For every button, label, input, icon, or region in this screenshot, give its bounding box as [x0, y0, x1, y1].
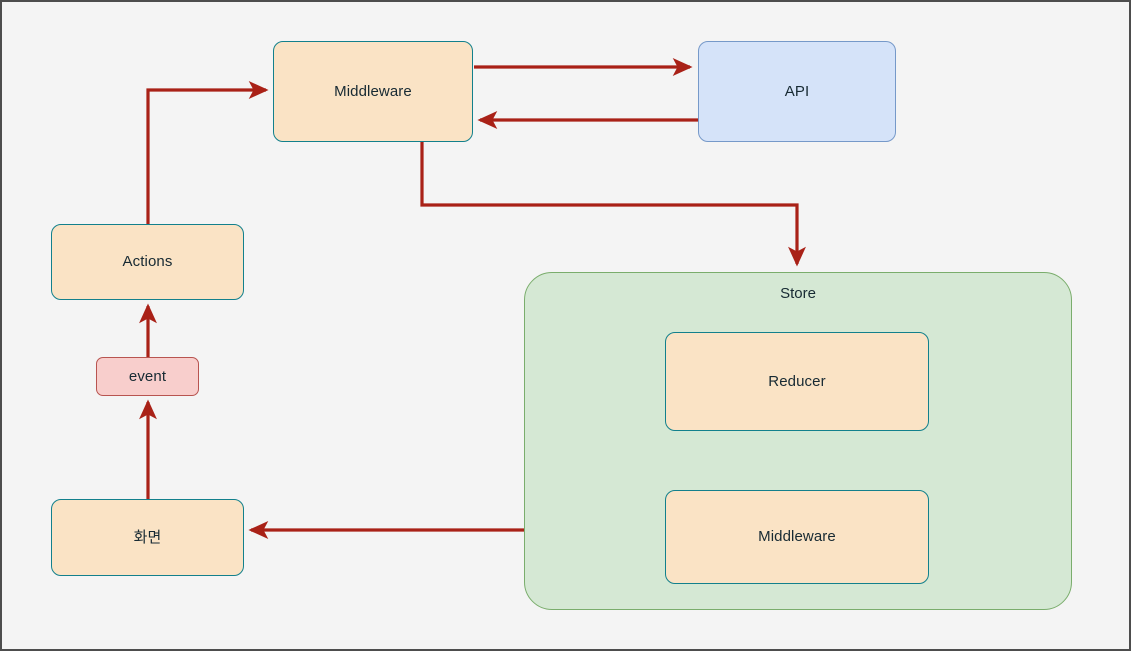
edge-actions-to-middleware	[146, 81, 269, 224]
store-label: Store	[780, 285, 816, 302]
node-screen[interactable]: 화면	[51, 499, 244, 576]
node-event[interactable]: event	[96, 357, 199, 396]
node-middleware-store[interactable]: Middleware	[665, 490, 929, 584]
node-reducer[interactable]: Reducer	[665, 332, 929, 431]
node-event-label: event	[128, 367, 167, 385]
node-reducer-label: Reducer	[768, 372, 826, 390]
node-screen-label: 화면	[133, 528, 162, 546]
node-middleware-store-label: Middleware	[758, 528, 836, 545]
node-actions[interactable]: Actions	[51, 224, 244, 300]
node-actions-label: Actions	[122, 253, 173, 270]
node-api-label: API	[784, 82, 810, 100]
node-api[interactable]: API	[698, 41, 896, 142]
edge-middleware-to-store	[420, 142, 806, 267]
node-middleware-top-label: Middleware	[334, 82, 412, 100]
node-middleware-top[interactable]: Middleware	[273, 41, 473, 142]
